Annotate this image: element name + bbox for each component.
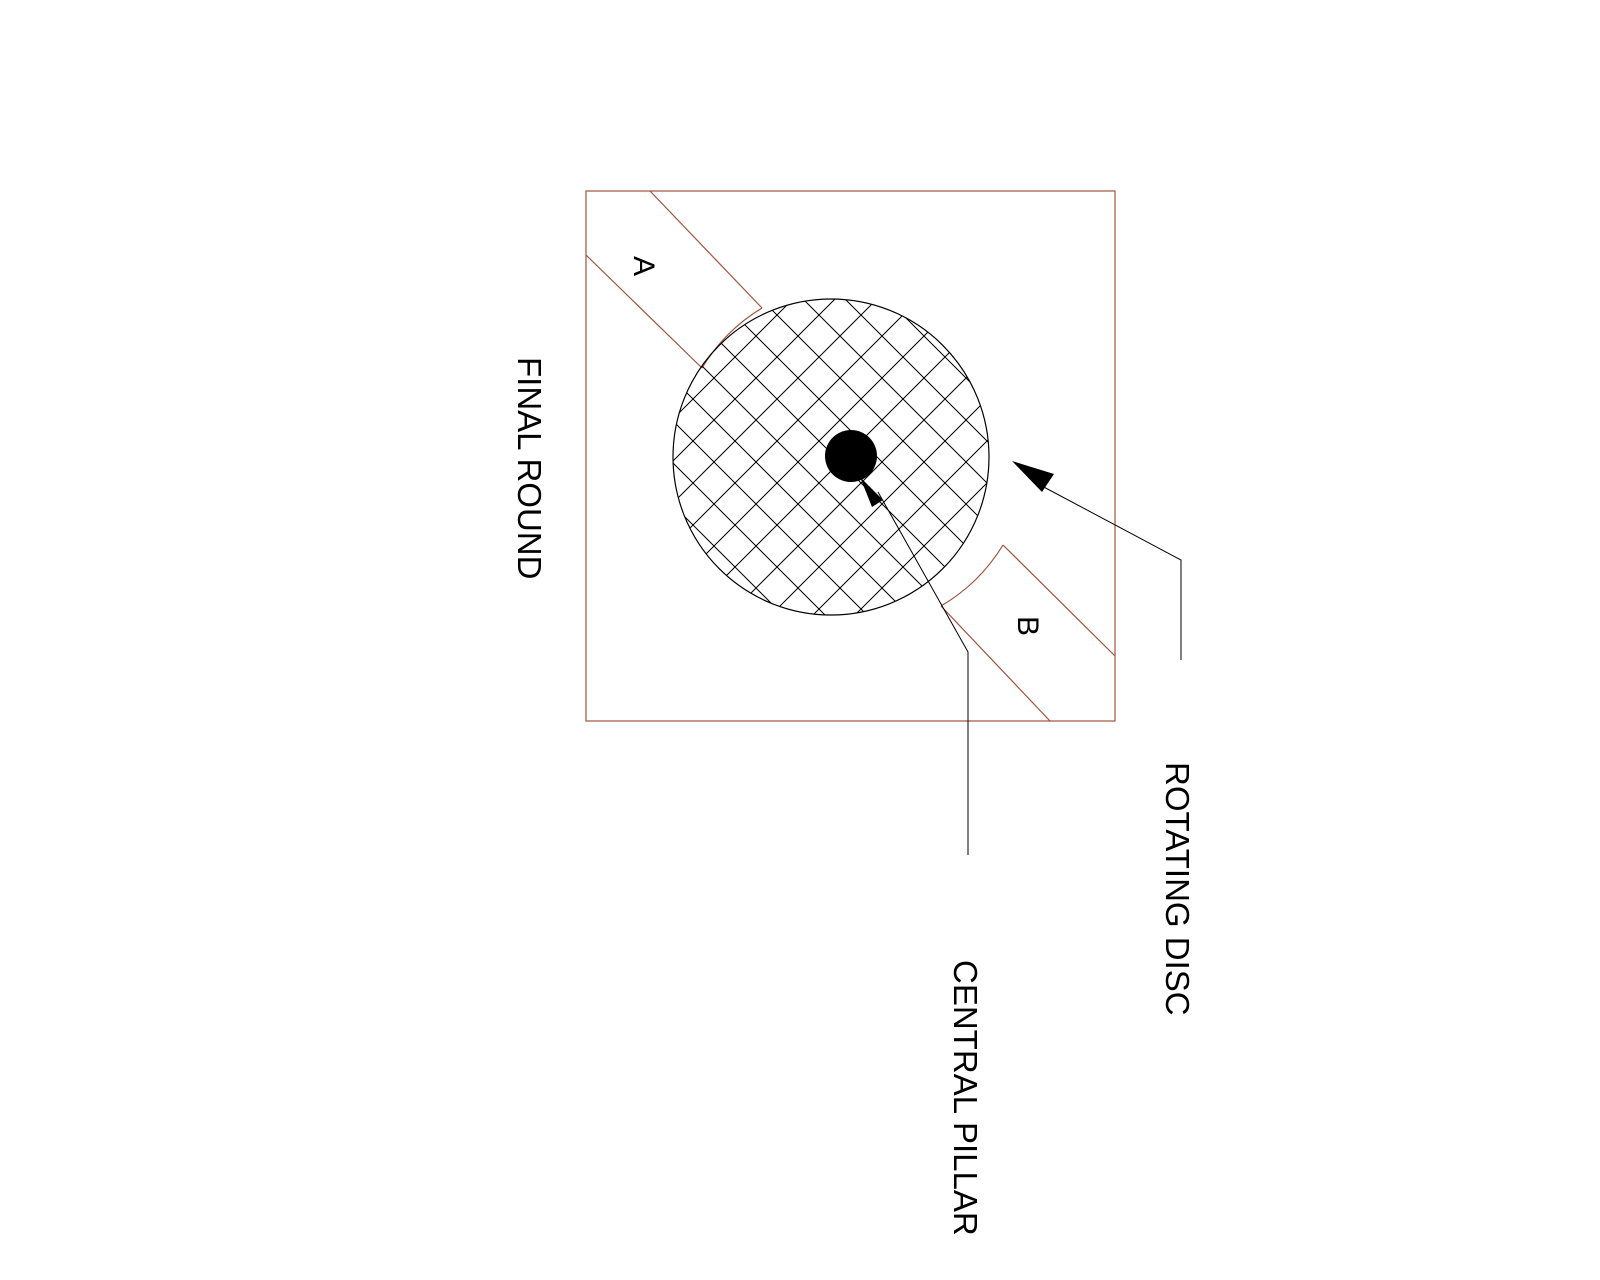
corridor-b-edge-lower [940, 605, 1051, 722]
diagram-title: FINAL ROUND [511, 357, 548, 579]
rotating-disc-leader [1012, 461, 1182, 660]
rotating-disc-arrowhead [1012, 461, 1054, 492]
room-b-label: B [1011, 616, 1044, 636]
outer-enclosure [585, 190, 1116, 722]
corridor-a-edge-lower [585, 254, 703, 369]
rotating-disc-leader-line [1039, 484, 1182, 660]
corridor-b-edge-upper [1002, 544, 1116, 657]
corridor-b [940, 544, 1116, 722]
central-pillar-label: CENTRAL PILLAR [947, 960, 984, 1236]
rotating-disc-outline [672, 298, 990, 616]
rotating-disc-label: ROTATING DISC [1159, 762, 1196, 1016]
corridor-a-edge-upper [649, 190, 763, 309]
central-pillar [825, 430, 877, 482]
room-a-label: A [627, 256, 660, 276]
central-pillar-arrowhead [860, 477, 883, 507]
central-pillar-leader-line [877, 491, 969, 855]
central-pillar-leader [860, 477, 969, 855]
corridor-b-arc [940, 544, 1004, 607]
